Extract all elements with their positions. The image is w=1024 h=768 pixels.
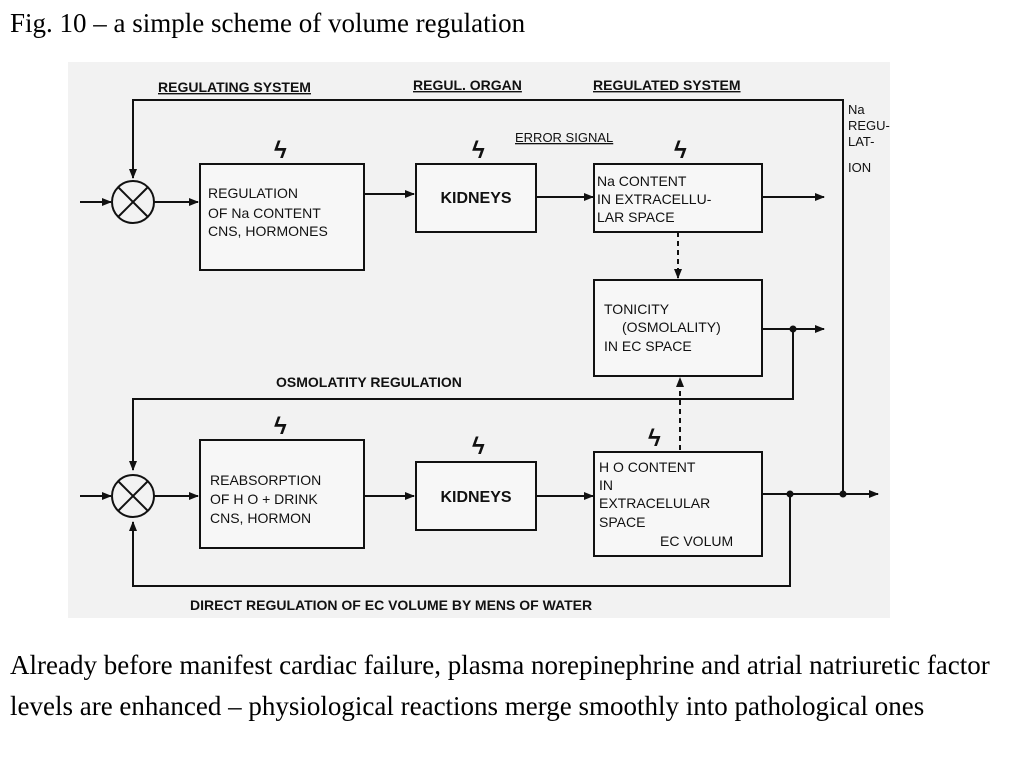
regul-organ-label: REGUL. ORGAN [413, 77, 522, 93]
disturbance-icon: ϟ [472, 137, 485, 164]
water-content-line4: SPACE [599, 514, 645, 530]
regulation-na-line3: CNS, HORMONES [208, 223, 328, 239]
regulating-system-label: REGULATING SYSTEM [158, 79, 311, 95]
kidneys-bottom-label: KIDNEYS [440, 489, 511, 506]
tonicity-line2: (OSMOLALITY) [622, 319, 721, 335]
disturbance-icon: ϟ [274, 137, 287, 164]
diagram-svg: REGULATING SYSTEM REGUL. ORGAN REGULATED… [80, 77, 890, 613]
summing-junction-top [111, 180, 155, 224]
svg-text:ION: ION [848, 160, 871, 175]
osmolality-feedback-line [129, 329, 794, 471]
disturbance-icon: ϟ [674, 137, 687, 164]
tonicity-line1: TONICITY [604, 301, 670, 317]
summing-junction-bottom [111, 474, 155, 518]
disturbance-icon: ϟ [648, 425, 661, 452]
water-content-line1: H O CONTENT [599, 459, 696, 475]
box-tonicity [593, 279, 763, 377]
na-feedback-line [129, 99, 844, 494]
regulated-system-label: REGULATED SYSTEM [593, 77, 741, 93]
box-reabsorption [199, 439, 365, 549]
na-regulation-label: Na REGU- LAT- ION [848, 102, 890, 175]
box-regulation-na [199, 163, 365, 271]
direct-regulation-feedback-line [129, 494, 791, 587]
disturbance-icon: ϟ [472, 433, 485, 460]
disturbance-icon: ϟ [274, 413, 287, 440]
box-water-content [593, 451, 763, 557]
regulation-na-line2: OF Na CONTENT [208, 205, 321, 221]
na-content-line2: IN EXTRACELLU- [597, 191, 712, 207]
water-content-line2: IN [599, 477, 613, 493]
reabsorption-line2: OF H O + DRINK [210, 491, 318, 507]
na-content-line3: LAR SPACE [597, 209, 675, 225]
na-content-line1: Na CONTENT [597, 173, 687, 189]
water-content-line3: EXTRACELULAR [599, 495, 710, 511]
water-content-line5: EC VOLUM [660, 533, 733, 549]
osmolality-regulation-label: OSMOLATITY REGULATION [276, 374, 462, 390]
box-kidneys-top [415, 163, 537, 233]
error-signal-label: ERROR SIGNAL [515, 130, 613, 145]
svg-text:REGU-: REGU- [848, 118, 890, 133]
tonicity-line3: IN EC SPACE [604, 338, 692, 354]
figure-caption: Fig. 10 – a simple scheme of volume regu… [10, 8, 526, 38]
volume-regulation-diagram: REGULATING SYSTEM REGUL. ORGAN REGULATED… [68, 62, 890, 618]
kidneys-top-label: KIDNEYS [440, 190, 511, 207]
regulation-na-line1: REGULATION [208, 185, 298, 201]
reabsorption-line1: REABSORPTION [210, 472, 321, 488]
na-branch-dot [839, 490, 847, 498]
svg-text:LAT-: LAT- [848, 134, 875, 149]
body-paragraph: Already before manifest cardiac failure,… [10, 650, 990, 721]
svg-text:Na: Na [848, 102, 865, 117]
reabsorption-line3: CNS, HORMON [210, 510, 311, 526]
direct-regulation-label: DIRECT REGULATION OF EC VOLUME BY MENS O… [190, 597, 592, 613]
